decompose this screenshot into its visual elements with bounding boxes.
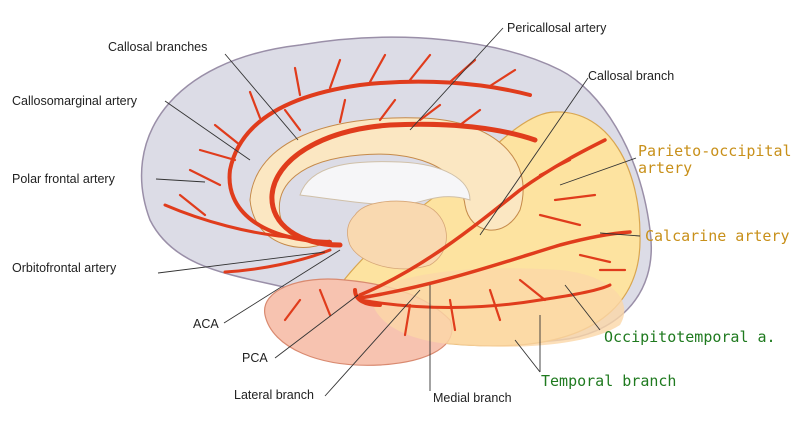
thalamus	[347, 200, 447, 270]
label-callosal-branch: Callosal branch	[588, 69, 675, 83]
label-callosal-branches: Callosal branches	[108, 40, 208, 54]
label-orbitofrontal-artery: Orbitofrontal artery	[12, 261, 117, 275]
label-pericallosal-artery: Pericallosal artery	[507, 21, 607, 35]
arteries	[163, 53, 632, 337]
label-lateral-branch: Lateral branch	[234, 388, 314, 402]
leader-lines	[155, 27, 641, 397]
label-parieto-occipital-artery: Parieto-occipital artery	[638, 142, 792, 178]
calcarine-artery-path	[358, 230, 632, 300]
label-parieto-occipital-line2: artery	[638, 159, 693, 178]
polar-frontal-artery-path	[163, 203, 302, 240]
lateral-ventricle	[299, 161, 471, 206]
label-pca: PCA	[242, 351, 268, 365]
label-medial-branch: Medial branch	[433, 391, 512, 405]
label-temporal-branch: Temporal branch	[541, 372, 677, 390]
parieto-occipital-artery-path	[358, 138, 607, 297]
orbitofrontal-artery-path	[223, 248, 332, 274]
label-aca: ACA	[193, 317, 219, 331]
label-parieto-occipital-line1: Parieto-occipital	[638, 142, 792, 160]
label-polar-frontal-artery: Polar frontal artery	[12, 172, 115, 186]
lower-posterior-region	[370, 268, 625, 347]
pericallosal-artery-path	[269, 121, 538, 248]
label-occipitotemporal: Occipitotemporal a.	[604, 328, 776, 346]
label-callosomarginal-artery: Callosomarginal artery	[12, 94, 138, 108]
pca-main-path	[353, 288, 382, 307]
temporal-branch-path	[358, 283, 612, 309]
label-calcarine-artery: Calcarine artery	[645, 227, 790, 245]
